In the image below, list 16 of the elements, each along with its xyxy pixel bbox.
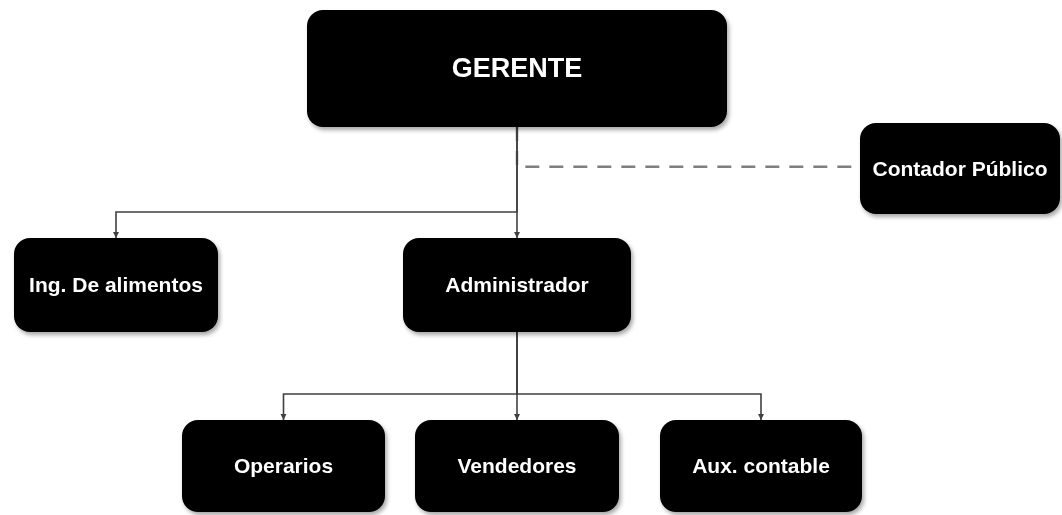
role-label: Ing. De alimentos (29, 272, 203, 299)
role-label: GERENTE (451, 51, 583, 85)
org-box (307, 10, 727, 127)
role-label: Operarios (233, 453, 334, 480)
arrow (516, 331, 765, 421)
role-label: Aux. contable (692, 453, 830, 480)
org-box (860, 123, 1060, 214)
role-label: Vendedores (457, 453, 577, 480)
org-box (415, 420, 619, 512)
arrow (513, 126, 521, 239)
org-box (14, 238, 218, 332)
org-box (182, 420, 385, 512)
org-box (403, 238, 631, 332)
role-label: Administrador (445, 272, 589, 299)
role-label: Contador Público (872, 155, 1048, 182)
org-box (660, 420, 862, 512)
